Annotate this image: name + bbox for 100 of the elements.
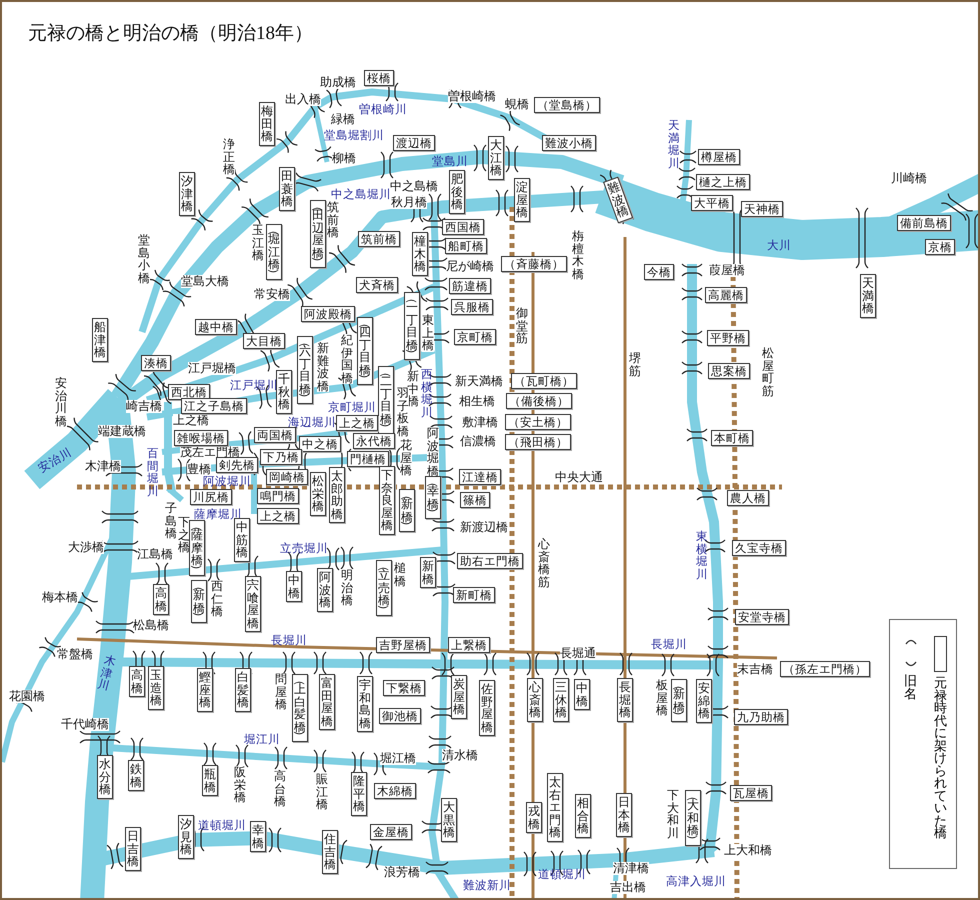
river-label: 高津入堀川 [666, 875, 726, 888]
bridge-name-box: 雑喉場橋 [174, 430, 228, 446]
bridge-label: 尼が崎橋 [446, 260, 494, 273]
bridge-name-box: 白髪橋 [235, 668, 251, 712]
bridge-label: 木津橋 [85, 460, 121, 473]
river-label: 道頓堀川 [538, 868, 586, 881]
bridge-name-box: 中橋 [574, 679, 590, 710]
bridge-label: 阿波堀橋 [427, 427, 439, 477]
bridge-name-box: 両国橋 [254, 427, 296, 443]
bridge-label: 上之橋 [173, 414, 209, 427]
bridge-name-box: （備後橋） [506, 393, 572, 409]
bridge-name-box: （斉藤橋） [501, 256, 567, 272]
bridge-label: 吉出橋 [610, 881, 646, 894]
bridge-label: 清津橋 [613, 862, 649, 875]
bridge-label: 常安橋 [254, 288, 290, 301]
bridge-name-box: 千秋橋 [276, 370, 292, 414]
bridge-label: 紀伊国橋 [341, 334, 353, 384]
bridge-label: 阪栄橋 [234, 766, 246, 804]
bridge-name-box: 岡崎橋 [266, 469, 308, 485]
bridge-name-box: 吉野屋橋 [376, 637, 430, 653]
bridge-label: 中之島橋 [390, 180, 438, 193]
bridge-label: 羽子板橋 [397, 387, 409, 437]
bridge-label: 板屋橋 [656, 679, 668, 716]
bridge-name-box: 門樋橋 [347, 451, 389, 467]
street-label: 中央大通 [555, 471, 603, 484]
bridge-name-box: 玉造橋 [148, 666, 164, 710]
bridge-name-box: 樋之上橋 [696, 174, 750, 190]
bridge-label: 信濃橋 [460, 435, 496, 448]
river-label: 道頓堀川 [198, 819, 246, 832]
bridge-name-box: 永代橋 [353, 433, 395, 449]
bridge-name-box: 平野橋 [707, 330, 749, 346]
bridge-name-box: 田蓑橋 [279, 167, 295, 210]
bridge-name-box: 筋違橋 [449, 278, 491, 294]
bridge-name-box: 樽屋橋 [698, 149, 740, 165]
bridge-name-box: （一丁目橋） [404, 292, 420, 360]
river-label: 大川 [767, 239, 791, 252]
bridge-name-box: 新橋 [420, 557, 436, 588]
bridge-label: 川崎橋 [891, 172, 927, 185]
bridge-name-box: 瓶橋 [202, 765, 218, 796]
bridge-name-box: 肥後橋 [449, 170, 465, 214]
bridge-name-box: （田辺屋橋） [310, 200, 326, 268]
bridge-name-box: （薩摩橋） [189, 520, 205, 576]
bridge-label: 松島橋 [133, 619, 169, 632]
map-title: 元禄の橋と明治の橋（明治18年） [28, 22, 313, 46]
bridge-name-box: 今橋 [644, 264, 674, 280]
bridge-name-box: 久宝寺橋 [732, 540, 786, 556]
bridge-name-box: 宇和島橋 [357, 676, 373, 732]
river-label: 京町堀川 [328, 401, 376, 414]
street-label: 御堂筋 [516, 307, 528, 344]
bridge-name-box: 呉服橋 [451, 299, 493, 315]
bridge-name-box: 中之橋 [299, 436, 341, 452]
bridge-name-box: （立売橋） [376, 560, 392, 616]
bridge-label: 端建蔵橋 [98, 425, 146, 438]
bridge-name-box: 下奈良屋橋 [379, 466, 395, 534]
bridge-label: 東上橋 [422, 314, 434, 352]
bridge-name-box: 農人橋 [727, 490, 769, 506]
river-label: 立売堀川 [280, 542, 328, 555]
bridge-name-box: 木綿橋 [374, 783, 416, 799]
river-label: 長堀川 [271, 634, 307, 647]
street-label: 長堀通 [560, 647, 596, 660]
bridge-label: 常盤橋 [57, 648, 93, 661]
bridge-name-box: 安綿橋 [696, 679, 712, 722]
bridge-label: 玉江橋 [252, 224, 264, 262]
bridge-label: 賑江橋 [316, 773, 328, 810]
bridge-name-box: 渡辺橋 [393, 135, 435, 151]
bridge-label: 曽根崎橋 [448, 90, 496, 103]
bridge-name-box: 梅田橋 [259, 102, 275, 146]
bridge-name-box: 富田屋橋 [319, 674, 335, 730]
bridge-label: 梅本橋 [42, 591, 78, 604]
bridge-label: 豊橋 [187, 463, 211, 476]
bridge-name-box: （孫左エ門橋） [780, 661, 870, 677]
bridge-label: 花園橋 [9, 690, 45, 703]
bridge-name-box: 桜橋 [364, 70, 394, 86]
river-label: 堂島川 [432, 155, 468, 168]
bridge-name-box: （安土橋） [505, 414, 571, 430]
bridge-name-box: 汐見橋 [178, 815, 194, 858]
river-label: 江戸堀川 [230, 379, 278, 392]
bridge-label: 蜆橋 [505, 98, 529, 111]
bridge-name-box: 篠橋 [460, 492, 490, 508]
river-label: 堂島堀割川 [324, 129, 384, 142]
bridge-name-box: 瓦屋橋 [730, 785, 772, 801]
bridge-name-box: 西国橋 [442, 219, 484, 235]
bridge-name-box: （新橋） [399, 489, 415, 532]
bridge-name-box: 松栄橋 [310, 472, 326, 516]
bridge-label: 浪芳橋 [384, 866, 420, 879]
bridge-name-box: 助右エ門橋 [457, 553, 523, 569]
bridge-name-box: 高麗橋 [705, 287, 747, 303]
bridge-name-box: （堂島橋） [534, 97, 600, 113]
bridge-label: 新天満橋 [455, 375, 503, 388]
bridge-name-box: 太郎助橋 [329, 467, 345, 523]
bridge-name-box: 西北橋 [168, 384, 210, 400]
bridge-label: 浄正橋 [223, 138, 235, 176]
bridge-label: 堂島大橋 [181, 275, 229, 288]
river-label: 中之島堀川 [331, 188, 391, 201]
bridge-label: 明治橋 [341, 569, 353, 606]
bridge-name-box: 安堂寺橋 [735, 609, 789, 625]
bridge-name-box: 太右エ門橋 [547, 773, 563, 842]
bridge-label: 柳橋 [332, 152, 356, 165]
bridge-name-box: （堀江橋） [266, 224, 282, 280]
river-label: 堀江川 [244, 733, 280, 746]
